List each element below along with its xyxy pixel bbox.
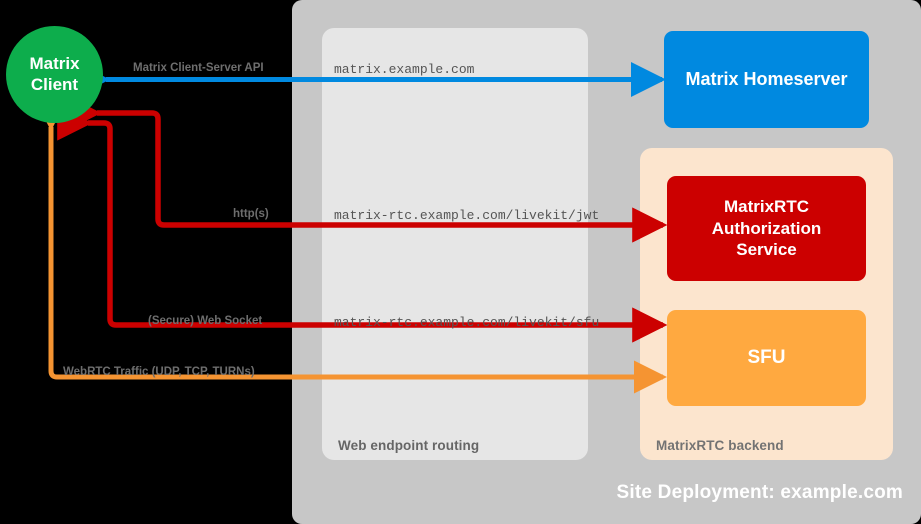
flow-livekit-sfu-label: (Secure) Web Socket xyxy=(148,315,263,327)
flow-cs-api-label: Matrix Client-Server API xyxy=(133,62,264,74)
matrixrtc-backend-label: MatrixRTC backend xyxy=(656,438,784,453)
auth-label-line3: Service xyxy=(736,240,797,260)
matrix-homeserver-label: Matrix Homeserver xyxy=(685,69,848,89)
node-matrix-client[interactable]: Matrix Client xyxy=(6,26,103,123)
flow-livekit-sfu-endpoint: matrix-rtc.example.com/livekit/sfu xyxy=(334,315,600,330)
auth-label-line1: MatrixRTC xyxy=(723,196,809,216)
flow-livekit-jwt-endpoint: matrix-rtc.example.com/livekit/jwt xyxy=(334,208,600,223)
node-matrixrtc-authorization-service[interactable]: MatrixRTC Authorization Service xyxy=(667,176,866,281)
flow-livekit-jwt-label: http(s) xyxy=(233,208,269,220)
flow-webrtc-line xyxy=(34,97,667,394)
matrix-client-label-line2: Client xyxy=(30,74,79,94)
flow-webrtc-label: WebRTC Traffic (UDP, TCP, TURNs) xyxy=(63,366,255,378)
node-matrix-homeserver[interactable]: Matrix Homeserver xyxy=(664,31,869,128)
matrix-client-label-line1: Matrix xyxy=(29,53,80,73)
web-endpoint-routing-label: Web endpoint routing xyxy=(338,438,480,453)
sfu-label: SFU xyxy=(747,347,786,368)
node-sfu[interactable]: SFU xyxy=(667,310,866,406)
auth-label-line2: Authorization xyxy=(711,218,822,238)
site-deployment-label: Site Deployment: example.com xyxy=(616,482,903,503)
flow-cs-api-endpoint: matrix.example.com xyxy=(334,62,475,77)
